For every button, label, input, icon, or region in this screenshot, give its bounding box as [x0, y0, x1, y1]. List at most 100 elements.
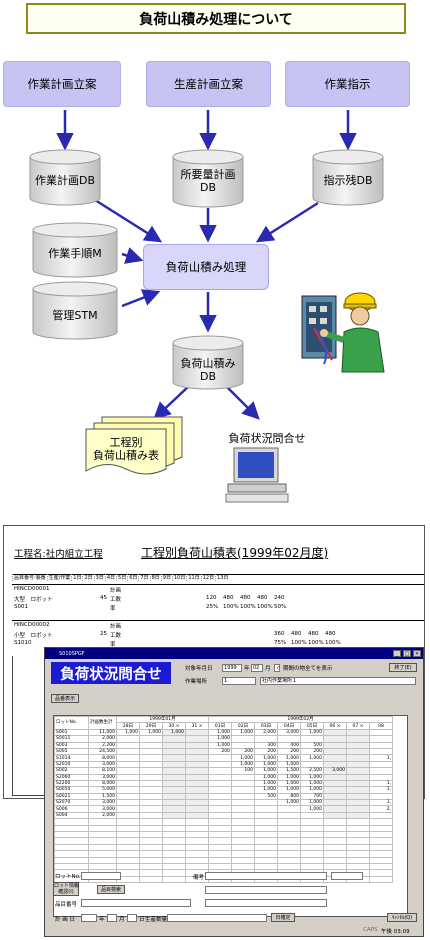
- sheet-header-cell: 3日: [93, 574, 106, 581]
- lot-input[interactable]: [81, 872, 121, 880]
- window-title: 負荷状況問合せ: [51, 662, 171, 684]
- load-inquiry-label: 負荷状況問合せ: [228, 432, 306, 445]
- lot-number: S001: [14, 604, 28, 610]
- lot-number: S1010: [14, 640, 32, 646]
- empty-row: [54, 843, 393, 852]
- item-name: 大型 ロボット: [14, 597, 53, 603]
- item-name-input-1[interactable]: [205, 886, 327, 894]
- rate-value: 75%: [274, 640, 287, 646]
- status-clock: 午後 03:09: [381, 929, 410, 935]
- status-caps: CAPS: [363, 927, 378, 933]
- row-label-rate: 率: [110, 642, 116, 648]
- place-code-input[interactable]: 1: [222, 677, 256, 685]
- sheet-header-cell: 生産/作業: [46, 574, 72, 581]
- item-name-input-2[interactable]: [205, 899, 327, 907]
- sheet-header-cell: 2日: [82, 574, 95, 581]
- process-name: 工程名:社内組立工程: [14, 549, 103, 560]
- sheet-header-cell: 10日: [171, 574, 187, 581]
- lot-label: ロットNo.: [55, 874, 81, 880]
- report-title: 工程別負荷山積表(1999年02月度): [141, 546, 329, 560]
- quantity-label: 生産数量: [145, 917, 168, 923]
- year-unit: 年: [244, 666, 250, 672]
- flow-arrows: [56, 110, 357, 420]
- exit-button[interactable]: 終了(E): [389, 663, 417, 672]
- item-number-input[interactable]: [81, 899, 191, 907]
- sheet-header-cell: 8日: [149, 574, 162, 581]
- sheet-header-cell: 9日: [160, 574, 173, 581]
- show-all-label: 期間の物全てを表示: [283, 666, 333, 672]
- maximize-button[interactable]: □: [403, 650, 411, 657]
- plan-qty: 45: [100, 595, 107, 601]
- rate-value: 25%: [206, 604, 219, 610]
- work-procedure-master: 作業手順M: [48, 247, 102, 260]
- hours-value: 480: [240, 595, 251, 601]
- item-code: HINCD00002: [14, 622, 50, 628]
- row-label-rate: 率: [110, 606, 116, 612]
- sheet-header-cell: 5日: [116, 574, 128, 581]
- remarks-input[interactable]: [205, 872, 327, 880]
- item-number-label: 品目番号: [55, 902, 78, 908]
- load-inquiry-window: S010SPGF _ □ × 負荷状況問合せ 対象年月日 1999 年 02 月…: [44, 647, 424, 937]
- sheet-header-cell: 12日: [200, 574, 216, 581]
- rate-value: 100%: [291, 640, 307, 646]
- instruction-remaining-db: 指示残DB: [323, 174, 373, 187]
- rate-value: 100%: [308, 640, 324, 646]
- close-icon[interactable]: ×: [413, 650, 421, 657]
- rate-value: 100%: [240, 604, 256, 610]
- sheet-header-cell: 13日: [215, 574, 230, 581]
- hours-value: 480: [325, 631, 336, 637]
- computer-icon: [225, 447, 289, 503]
- remarks-label: 備考: [193, 875, 205, 881]
- sheet-header-cell: 品目番号·製番: [12, 574, 48, 581]
- plan-year-input[interactable]: [81, 914, 97, 922]
- sheet-header-cell: 11日: [186, 574, 202, 581]
- row-label-hours: 工数: [110, 633, 122, 639]
- show-all-checkbox[interactable]: ✓: [274, 664, 281, 672]
- plan-column-header: 計画数生計: [88, 716, 117, 730]
- lot-info-button[interactable]: ロット情報 確認(I): [53, 882, 80, 896]
- rate-value: 100%: [223, 604, 239, 610]
- plan-qty: 25: [100, 631, 107, 637]
- sheet-header-cell: 4日: [104, 574, 117, 581]
- item-search-button[interactable]: 品目検索: [97, 885, 125, 894]
- hours-value: 480: [223, 595, 234, 601]
- sheet-header-cell: 6日: [127, 574, 139, 581]
- page-title: 負荷山積み処理について: [26, 3, 406, 34]
- plan-date-label: 計 画 日: [55, 917, 75, 923]
- item-code: HINCD00001: [14, 586, 50, 592]
- display-items-button[interactable]: 品番表示: [51, 694, 79, 703]
- plan-year-unit: 年: [99, 917, 105, 923]
- row-label-plan: 計画: [110, 624, 122, 630]
- remarks-extra-input[interactable]: [331, 872, 363, 880]
- work-instruction-box: 作業指示: [285, 61, 410, 107]
- plan-day-unit: 日: [139, 917, 145, 923]
- cancel-button[interactable]: ｷｬﾝｾﾙ(Q): [387, 913, 417, 922]
- confirm-date-button[interactable]: 日確定: [271, 913, 295, 922]
- row-label-hours: 工数: [110, 597, 122, 603]
- year-input[interactable]: 1999: [222, 664, 242, 672]
- month-input[interactable]: 02: [251, 664, 263, 672]
- plan-day-input[interactable]: [127, 914, 137, 922]
- work-planning-box: 作業計画立案: [3, 61, 121, 107]
- production-planning-box: 生産計画立案: [146, 61, 271, 107]
- load-accumulation-process: 負荷山積み処理: [143, 244, 269, 290]
- item-name: 小型 ロボット: [14, 633, 53, 639]
- place-name-select[interactable]: 社内作業場所１: [260, 677, 416, 685]
- quantity-input[interactable]: [167, 914, 267, 922]
- hours-value: 120: [206, 595, 217, 601]
- minimize-button[interactable]: _: [393, 650, 401, 657]
- empty-row: [54, 862, 393, 871]
- place-label: 作業場所: [185, 679, 208, 685]
- plan-month-input[interactable]: [107, 914, 117, 922]
- database-cylinders: [29, 149, 384, 390]
- report-documents: [85, 416, 183, 475]
- sheet-header-cell: 1日: [71, 574, 83, 581]
- month-unit: 月: [265, 666, 271, 672]
